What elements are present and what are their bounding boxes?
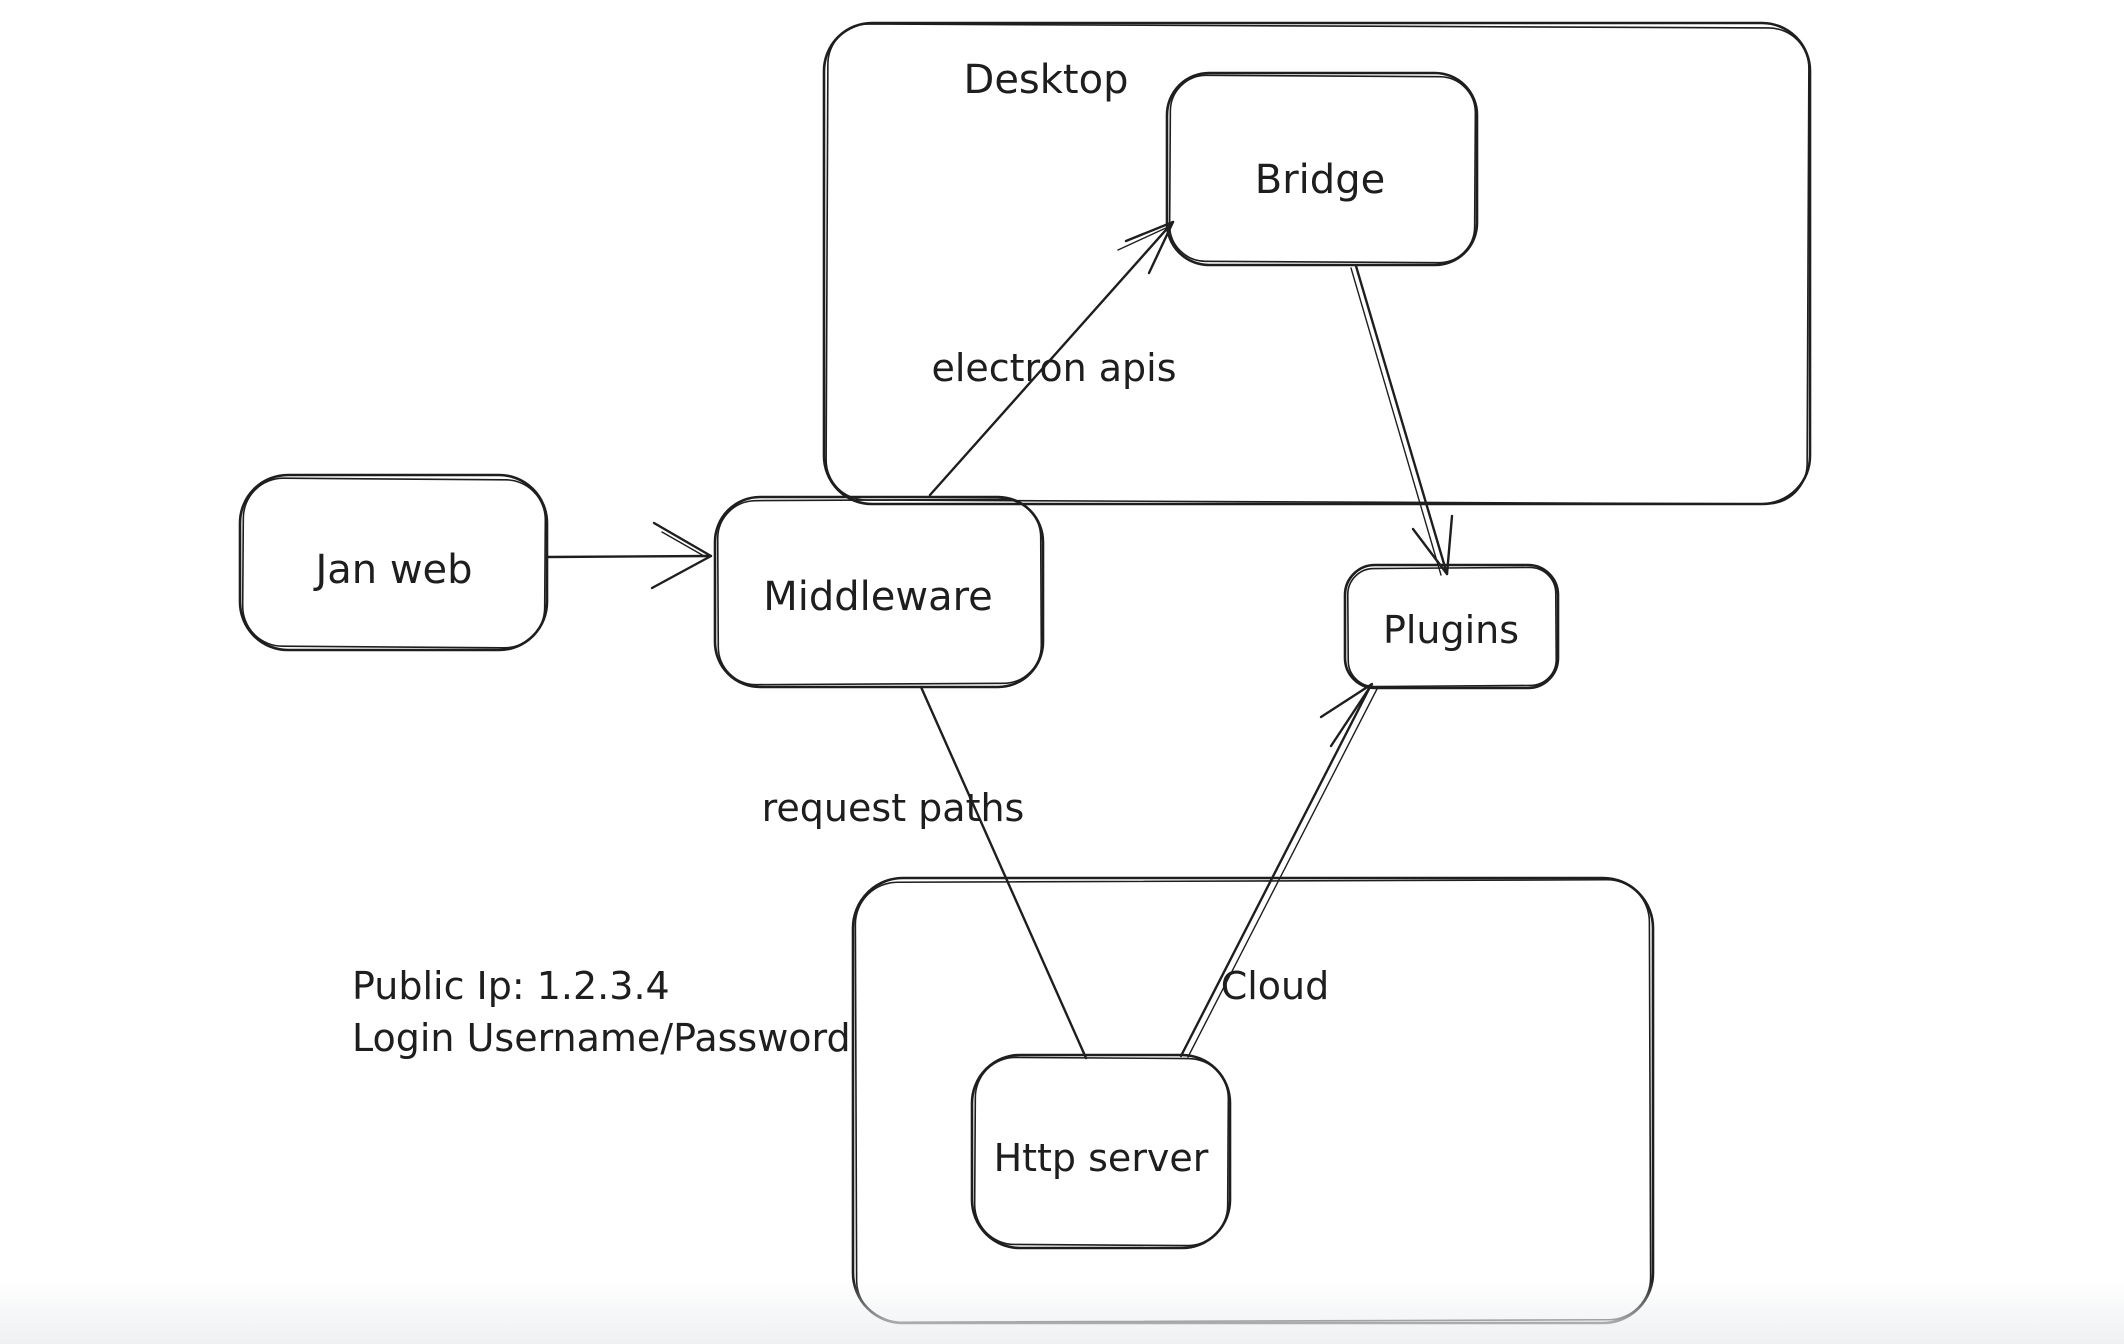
node-middleware[interactable]: Middleware bbox=[713, 495, 1045, 689]
node-plugins[interactable]: Plugins bbox=[1343, 563, 1560, 690]
arrowhead-sketch-stroke bbox=[1117, 226, 1169, 251]
edge-line-sketch bbox=[1187, 688, 1378, 1058]
node-jan-web[interactable]: Jan web bbox=[238, 473, 549, 652]
edge-janweb-to-middleware[interactable] bbox=[545, 521, 713, 590]
node-bridge-outline bbox=[1165, 71, 1479, 267]
edge-line-sketch bbox=[1350, 267, 1442, 576]
edge-bridge-to-plugins[interactable] bbox=[1350, 264, 1454, 576]
node-jan-web-label: Jan web bbox=[312, 547, 472, 593]
node-jan-web-outline bbox=[238, 473, 549, 652]
edge-line bbox=[1354, 264, 1449, 576]
edge-line bbox=[1179, 683, 1373, 1058]
node-http-server[interactable]: Http server bbox=[970, 1053, 1232, 1250]
node-bridge-label: Bridge bbox=[1255, 157, 1385, 203]
arrowhead-down-icon bbox=[1411, 514, 1454, 576]
node-plugins-outline-sketch bbox=[1346, 566, 1558, 688]
node-http-server-outline-sketch bbox=[973, 1056, 1230, 1247]
edge-label-electron-apis[interactable]: electron apis bbox=[931, 346, 1176, 390]
node-plugins-outline bbox=[1343, 563, 1560, 690]
arrowhead-right-icon bbox=[650, 521, 713, 590]
arrowhead-up-right-icon bbox=[1319, 682, 1374, 748]
container-desktop-label: Desktop bbox=[964, 57, 1129, 103]
arrowhead-up-right-icon bbox=[1124, 220, 1175, 275]
arrowhead-sketch-stroke bbox=[661, 531, 705, 557]
edge-middleware-to-httpserver[interactable] bbox=[919, 685, 1088, 1060]
node-middleware-outline-sketch bbox=[716, 498, 1043, 686]
node-middleware-outline bbox=[713, 495, 1045, 689]
note-login: Login Username/Password bbox=[352, 1016, 851, 1060]
node-jan-web-outline-sketch bbox=[241, 477, 547, 649]
edge-line bbox=[545, 554, 713, 559]
node-plugins-label: Plugins bbox=[1383, 608, 1519, 652]
edge-line bbox=[928, 220, 1175, 497]
edge-middleware-to-bridge[interactable] bbox=[928, 220, 1175, 497]
node-http-server-label: Http server bbox=[994, 1136, 1209, 1180]
container-desktop-outline bbox=[822, 21, 1812, 506]
container-desktop-outline-sketch bbox=[825, 23, 1810, 505]
node-bridge[interactable]: Bridge bbox=[1165, 71, 1479, 267]
note-public-ip: Public Ip: 1.2.3.4 bbox=[352, 964, 670, 1008]
node-middleware-label: Middleware bbox=[763, 574, 993, 620]
container-desktop[interactable]: Desktop bbox=[822, 21, 1812, 506]
node-bridge-outline-sketch bbox=[1168, 74, 1477, 264]
container-cloud-label: Cloud bbox=[1221, 964, 1330, 1008]
note-credentials[interactable]: Public Ip: 1.2.3.4 Login Username/Passwo… bbox=[352, 964, 851, 1060]
edge-line bbox=[919, 685, 1088, 1060]
edge-label-request-paths[interactable]: request paths bbox=[762, 786, 1025, 830]
node-http-server-outline bbox=[970, 1053, 1232, 1250]
edge-httpserver-to-plugins[interactable] bbox=[1179, 682, 1378, 1058]
